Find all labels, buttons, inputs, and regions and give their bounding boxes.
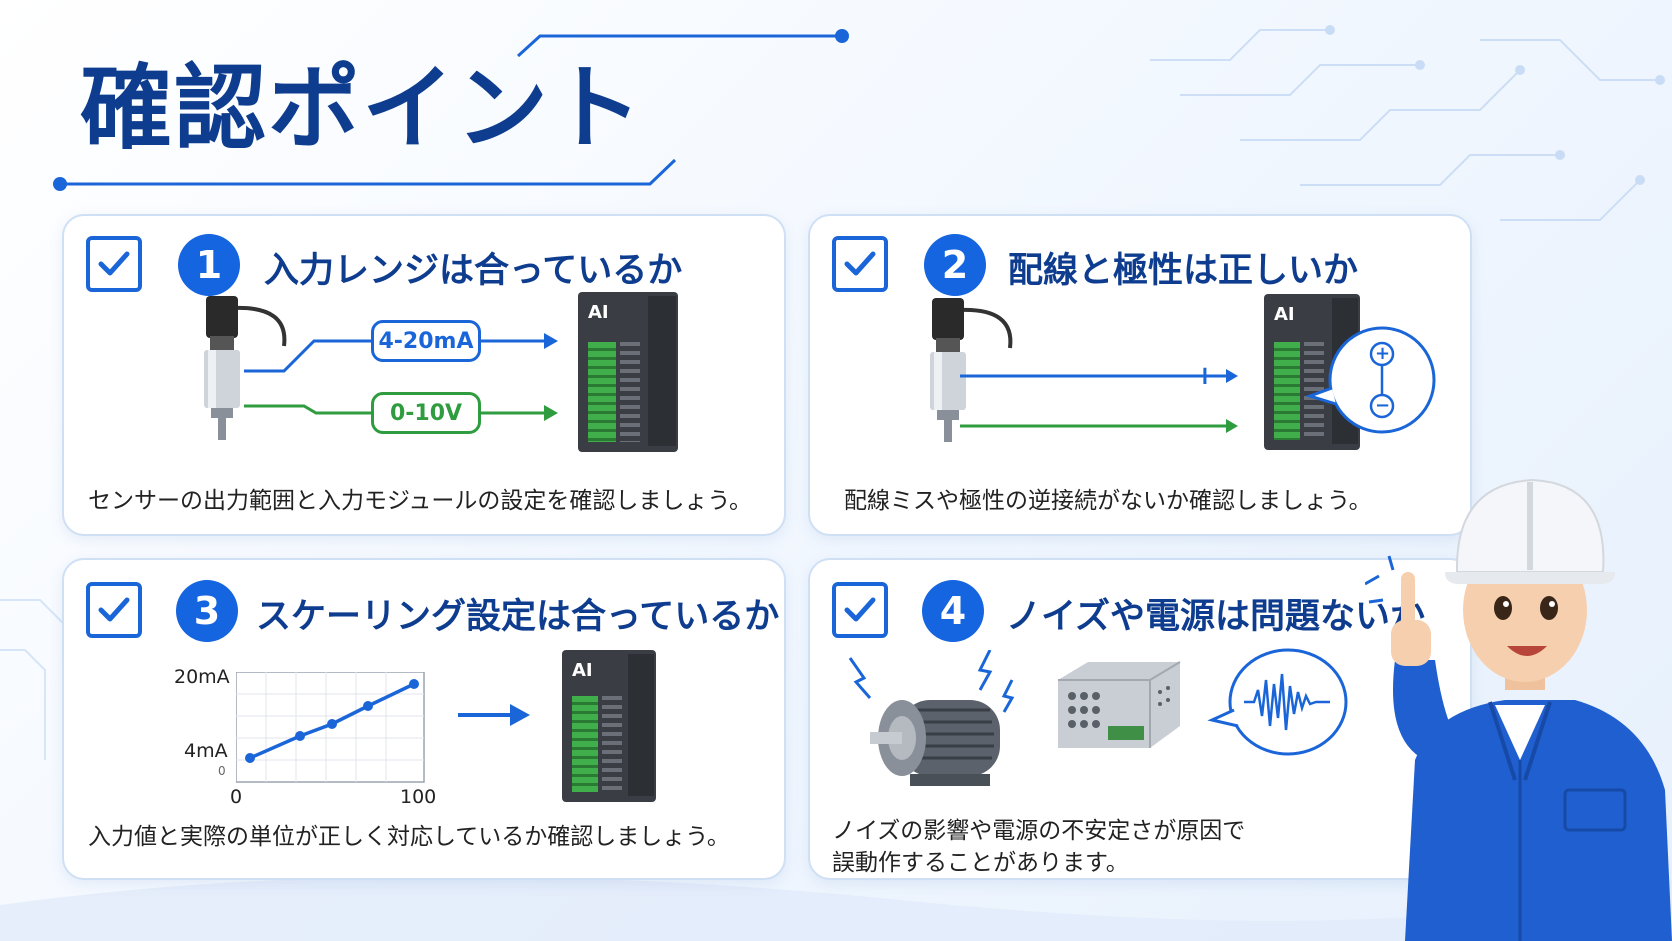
card-description: センサーの出力範囲と入力モジュールの設定を確認しましょう。 (88, 488, 753, 514)
card-title: スケーリング設定は合っているか (256, 597, 780, 637)
module-label: AI (588, 302, 609, 323)
polarity-minus: − (1375, 395, 1391, 416)
card-description: 入力値と実際の単位が正しく対応しているか確認しましょう。 (88, 824, 730, 850)
graph-icon (236, 672, 425, 783)
card-wiring-polarity: 2 配線と極性は正しいか + AI + − 配線ミスや極性の逆接続がないか確認し… (808, 214, 1472, 536)
page-title: 確認ポイント (80, 55, 645, 162)
noise-wave-icon (1207, 648, 1348, 756)
y-axis-label-bottom: 4mA (184, 740, 228, 762)
card-description-line-2: 誤動作することがあります。 (832, 850, 1129, 876)
step-number: 3 (176, 580, 238, 642)
card-scaling: 3 スケーリング設定は合っているか 20mA 4mA 0 0 100 AI 入力… (62, 558, 786, 880)
checkbox-icon (86, 582, 142, 638)
signal-label-voltage: 0-10V (371, 392, 481, 434)
checkbox-icon (832, 236, 888, 292)
power-supply-icon (1058, 661, 1181, 748)
polarity-bubble-icon (1305, 326, 1436, 434)
worker-illustration (1365, 478, 1672, 941)
step-number: 2 (924, 234, 986, 296)
card-description-line-1: ノイズの影響や電源の不安定さが原因で (832, 818, 1246, 844)
signal-label-current: 4-20mA (371, 320, 481, 362)
step-number: 1 (178, 234, 240, 296)
wiring-lines: + (960, 366, 1238, 433)
ai-module-icon: AI (562, 650, 656, 802)
card-title: ノイズや電源は問題ないか (1006, 597, 1425, 637)
y-axis-zero: 0 (218, 764, 226, 778)
y-axis-label-top: 20mA (174, 666, 230, 688)
card-noise-power: 4 ノイズや電源は問題ないか ノイズの (808, 558, 1472, 880)
card-input-range: 1 入力レンジは合っているか 4-20mA 0-10V AI センサーの出力範囲… (62, 214, 786, 536)
checkbox-icon (832, 582, 888, 638)
sensor-icon (204, 296, 287, 440)
polarity-plus: + (1375, 343, 1391, 364)
motor-icon (848, 650, 1015, 786)
x-axis-label-max: 100 (400, 786, 437, 808)
plus-sign: + (1194, 366, 1216, 391)
card-title: 入力レンジは合っているか (264, 251, 683, 291)
arrow-icon (458, 704, 530, 726)
sensor-icon (930, 298, 1013, 442)
card-description: 配線ミスや極性の逆接続がないか確認しましょう。 (844, 488, 1372, 514)
ai-module-icon: AI (578, 292, 678, 452)
module-label: AI (1274, 304, 1295, 325)
card-title: 配線と極性は正しいか (1008, 251, 1359, 291)
checkbox-icon (86, 236, 142, 292)
module-label: AI (572, 660, 593, 681)
x-axis-label-min: 0 (230, 786, 243, 808)
step-number: 4 (922, 580, 984, 642)
